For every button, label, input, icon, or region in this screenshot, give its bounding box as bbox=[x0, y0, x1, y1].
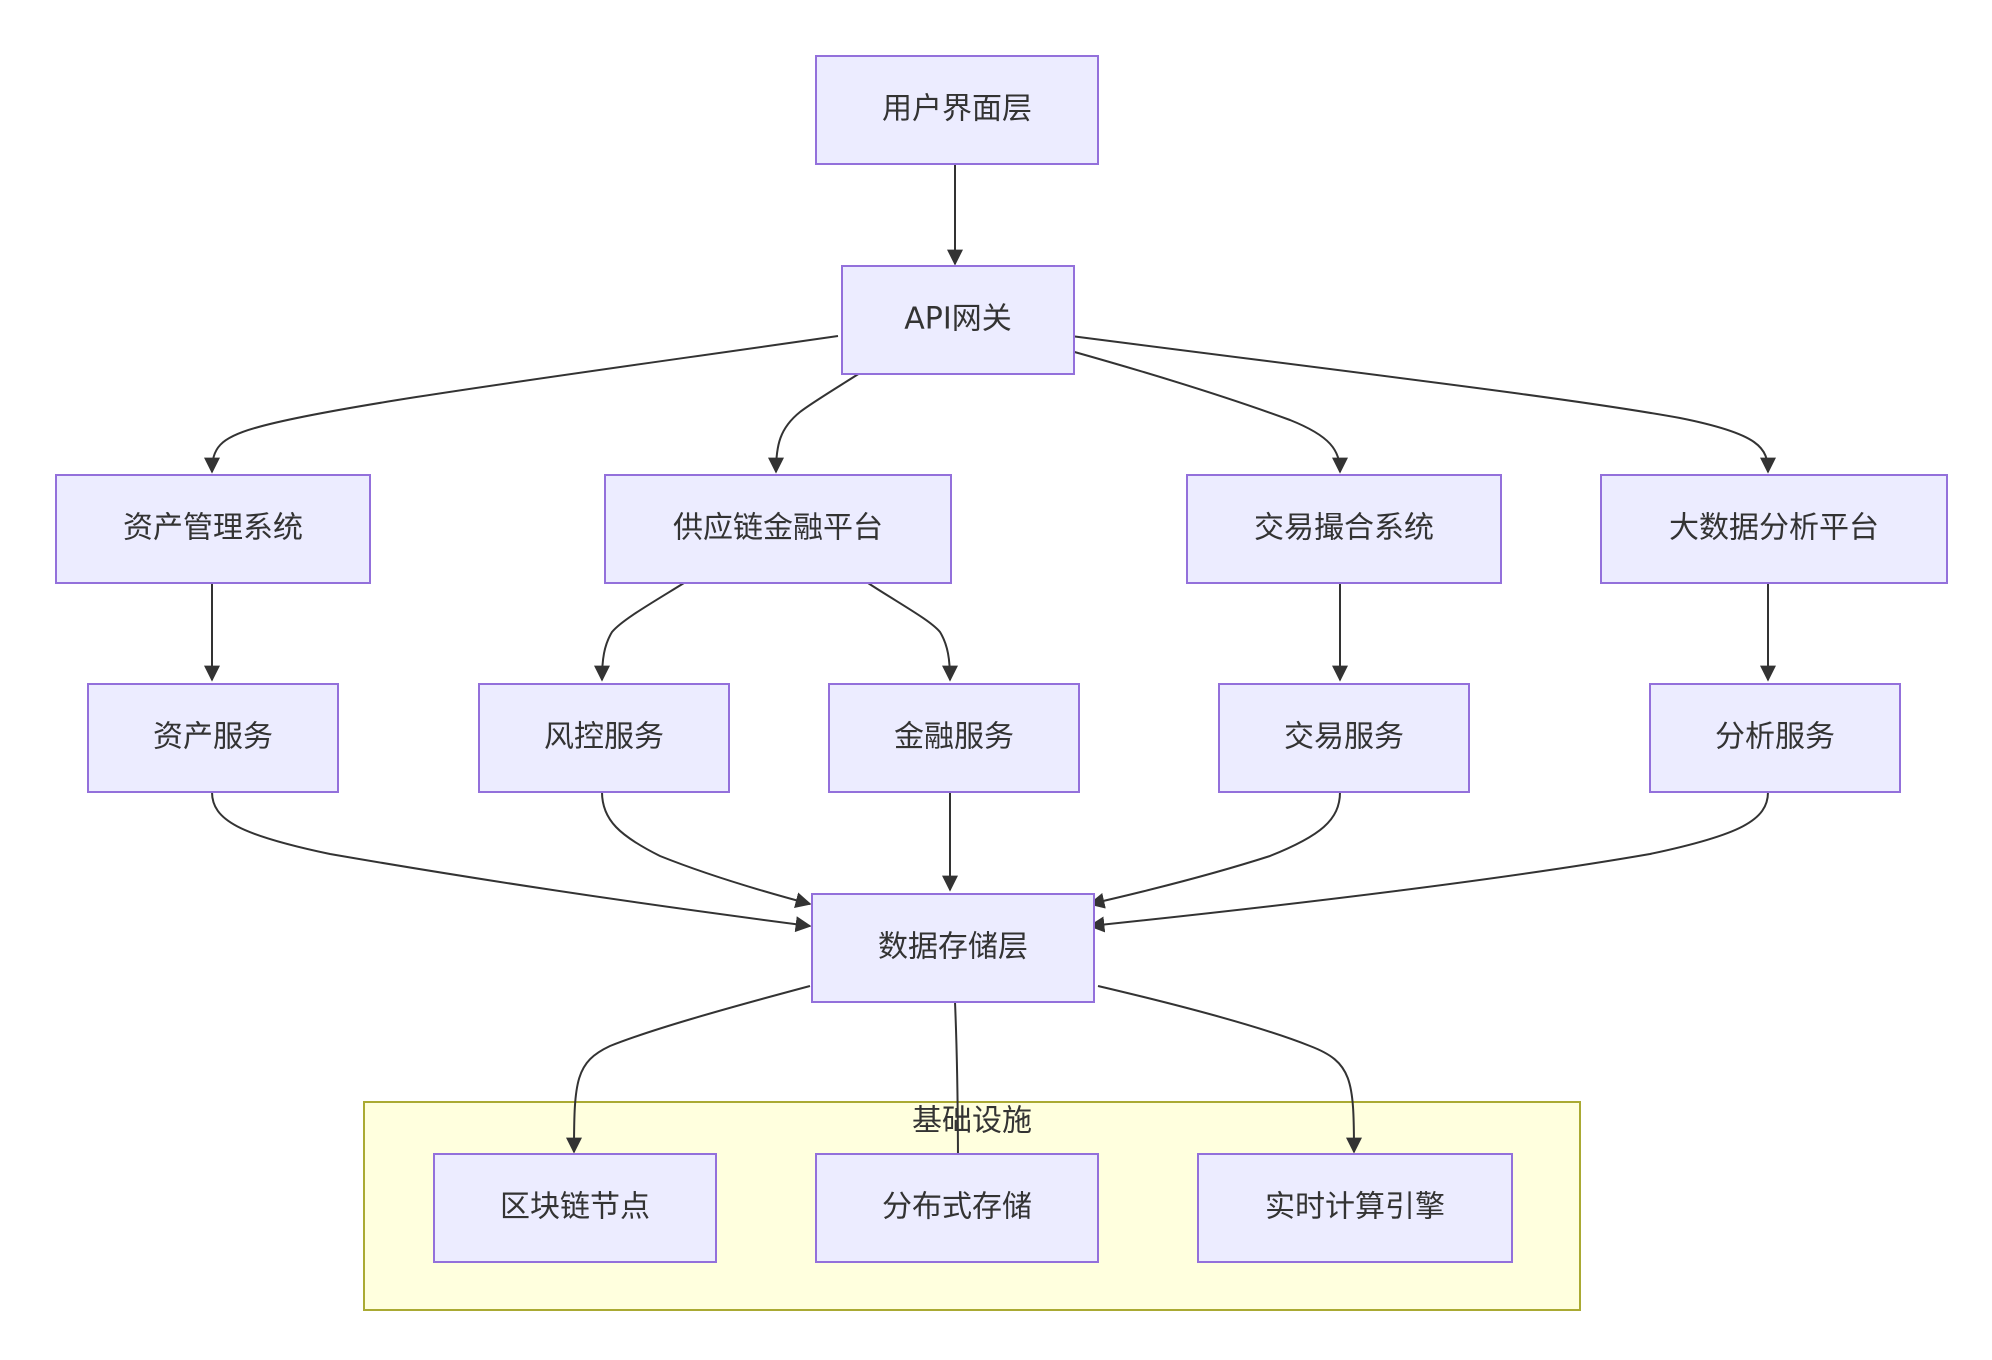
node-trade-service: 交易服务 bbox=[1218, 683, 1470, 793]
node-label: 数据存储层 bbox=[878, 930, 1028, 965]
edge-api-to-asset-mgmt bbox=[204, 335, 839, 474]
node-analysis-service: 分析服务 bbox=[1649, 683, 1901, 793]
node-matching-system: 交易撮合系统 bbox=[1186, 474, 1502, 584]
edge-api-to-bigdata bbox=[1070, 335, 1776, 474]
node-data-storage: 数据存储层 bbox=[811, 893, 1095, 1003]
node-api-gateway: API网关 bbox=[841, 265, 1075, 375]
node-distributed-storage: 分布式存储 bbox=[815, 1153, 1099, 1263]
node-label: 资产服务 bbox=[153, 720, 273, 755]
edge-asset-service-to-storage bbox=[211, 791, 812, 933]
edge-trade-to-storage bbox=[1088, 791, 1341, 909]
node-label: 分布式存储 bbox=[882, 1190, 1032, 1225]
node-label: 实时计算引擎 bbox=[1265, 1190, 1445, 1225]
node-realtime-engine: 实时计算引擎 bbox=[1197, 1153, 1513, 1263]
edges bbox=[204, 164, 1776, 1174]
node-label: 区块链节点 bbox=[500, 1190, 650, 1225]
node-label: 供应链金融平台 bbox=[673, 511, 883, 546]
node-blockchain-node: 区块链节点 bbox=[433, 1153, 717, 1263]
edge-scf-to-risk bbox=[594, 582, 685, 682]
cluster-label: 基础设施 bbox=[912, 1104, 1032, 1139]
edge-risk-to-storage bbox=[601, 791, 812, 909]
node-risk-service: 风控服务 bbox=[478, 683, 730, 793]
node-label: 用户界面层 bbox=[882, 92, 1032, 127]
node-finance-service: 金融服务 bbox=[828, 683, 1080, 793]
node-label: 金融服务 bbox=[894, 720, 1014, 755]
node-label: 大数据分析平台 bbox=[1669, 511, 1879, 546]
node-label: 分析服务 bbox=[1715, 720, 1835, 755]
edge-scf-to-finance bbox=[867, 582, 958, 682]
node-label: 交易撮合系统 bbox=[1254, 511, 1434, 546]
node-scf-platform: 供应链金融平台 bbox=[604, 474, 952, 584]
edge-analysis-to-storage bbox=[1088, 791, 1769, 933]
edge-api-to-matching bbox=[1070, 350, 1348, 474]
node-asset-service: 资产服务 bbox=[87, 683, 339, 793]
edge-storage-to-realtime bbox=[1097, 985, 1362, 1154]
node-asset-mgmt: 资产管理系统 bbox=[55, 474, 371, 584]
edge-api-to-scf bbox=[768, 372, 861, 474]
edge-storage-to-blockchain bbox=[566, 985, 811, 1154]
node-label: API网关 bbox=[904, 302, 1011, 337]
node-label: 资产管理系统 bbox=[123, 511, 303, 546]
node-bigdata-platform: 大数据分析平台 bbox=[1600, 474, 1948, 584]
node-label: 风控服务 bbox=[544, 720, 664, 755]
edge-storage-to-distributed bbox=[949, 1001, 966, 1174]
node-ui-layer: 用户界面层 bbox=[815, 55, 1099, 165]
node-label: 交易服务 bbox=[1284, 720, 1404, 755]
